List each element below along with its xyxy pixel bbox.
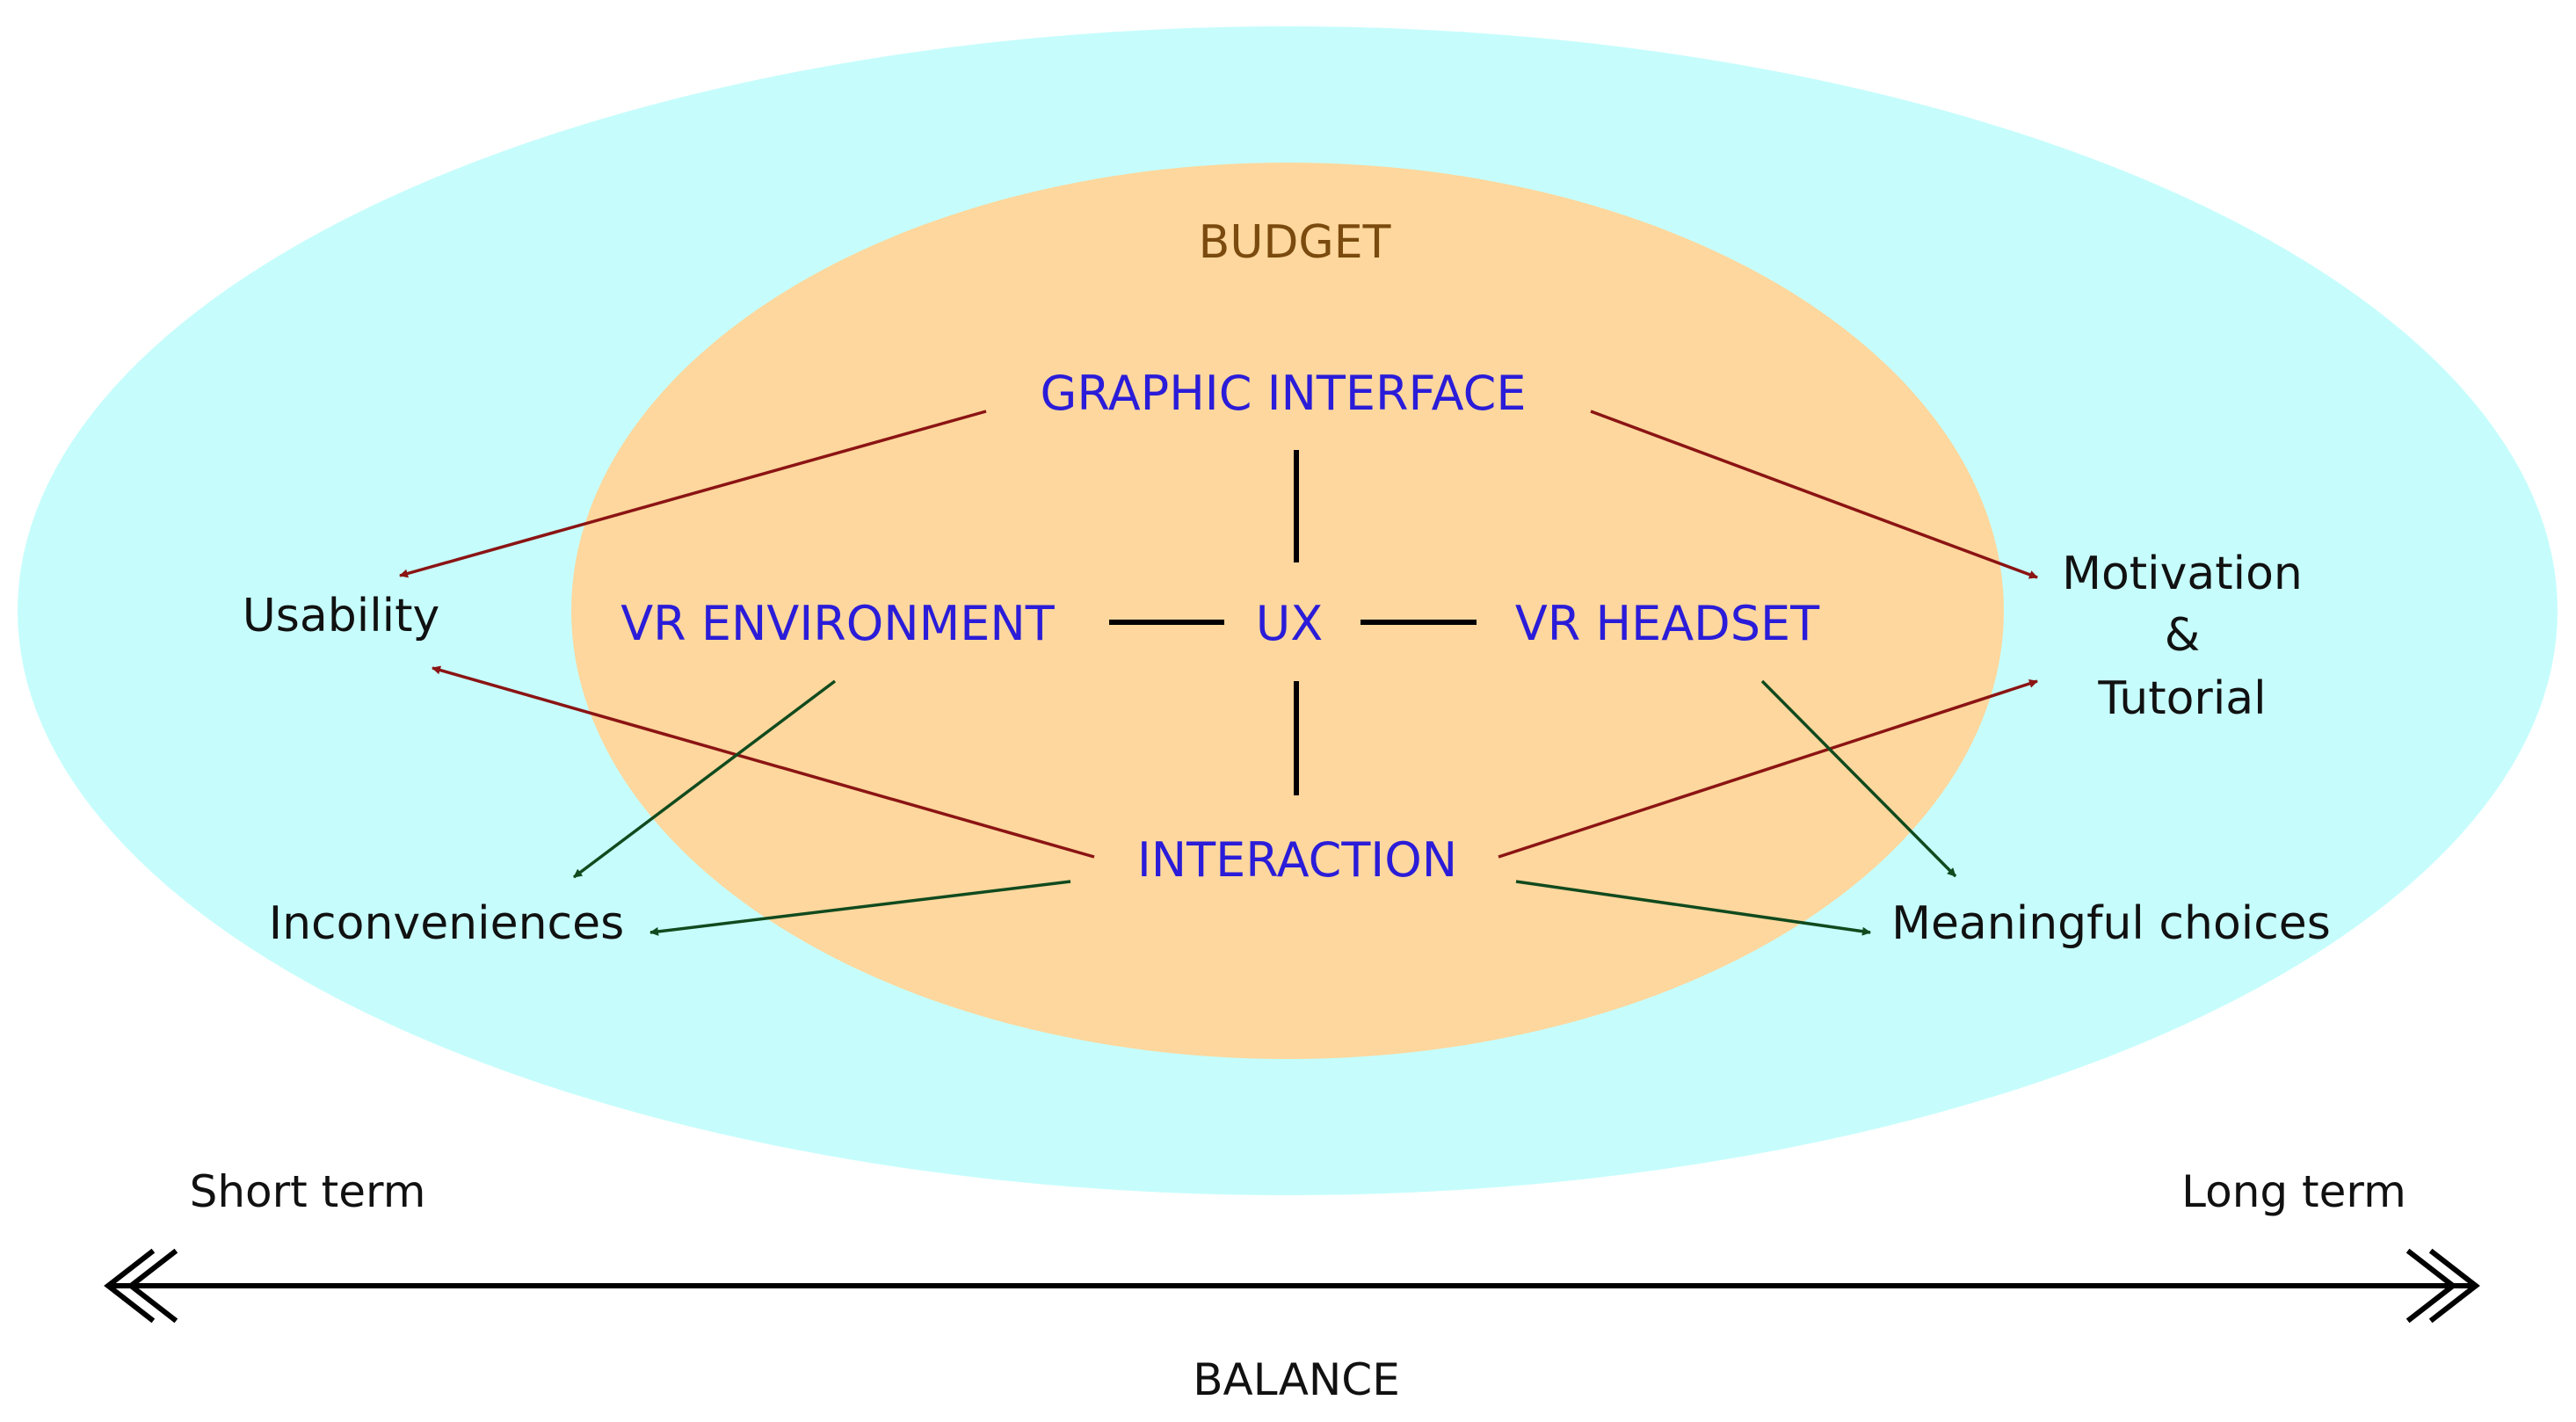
vr-headset-label: VR HEADSET [1515, 596, 1820, 651]
graphic-interface-label: GRAPHIC INTERFACE [1041, 366, 1527, 421]
motivation-label: Motivation [2062, 548, 2303, 600]
green-arrows [572, 679, 1957, 936]
ux-label: UX [1256, 596, 1324, 651]
interaction-label: INTERACTION [1137, 832, 1457, 888]
arrow-graphic-to-usability [399, 410, 987, 578]
arrow-interaction-to-choices [1515, 880, 1871, 936]
tutorial-label: Tutorial [2097, 672, 2266, 725]
arrow-headset-to-choices [1760, 679, 1957, 878]
arrow-environment-to-inconveniences [572, 679, 837, 879]
arrow-interaction-to-inconveniences [649, 880, 1071, 936]
arrow-interaction-to-tutorial [1498, 679, 2038, 859]
meaningful-choices-label: Meaningful choices [1891, 897, 2331, 950]
long-term-label: Long term [2181, 1166, 2406, 1217]
ampersand-label: & [2165, 609, 2201, 662]
arrow-interaction-to-usability [432, 665, 1095, 859]
vr-environment-label: VR ENVIRONMENT [620, 596, 1056, 651]
double-headed-arrow-icon [104, 1248, 2480, 1324]
usability-label: Usability [243, 590, 440, 642]
budget-ellipse [571, 163, 2004, 1059]
inconveniences-label: Inconveniences [269, 897, 624, 950]
red-arrows [399, 410, 2038, 859]
ux-connectors [1109, 450, 1477, 795]
short-term-label: Short term [190, 1166, 426, 1217]
arrow-graphic-to-motivation [1590, 410, 2038, 579]
balance-label: BALANCE [1193, 1354, 1400, 1405]
budget-label: BUDGET [1199, 216, 1391, 269]
